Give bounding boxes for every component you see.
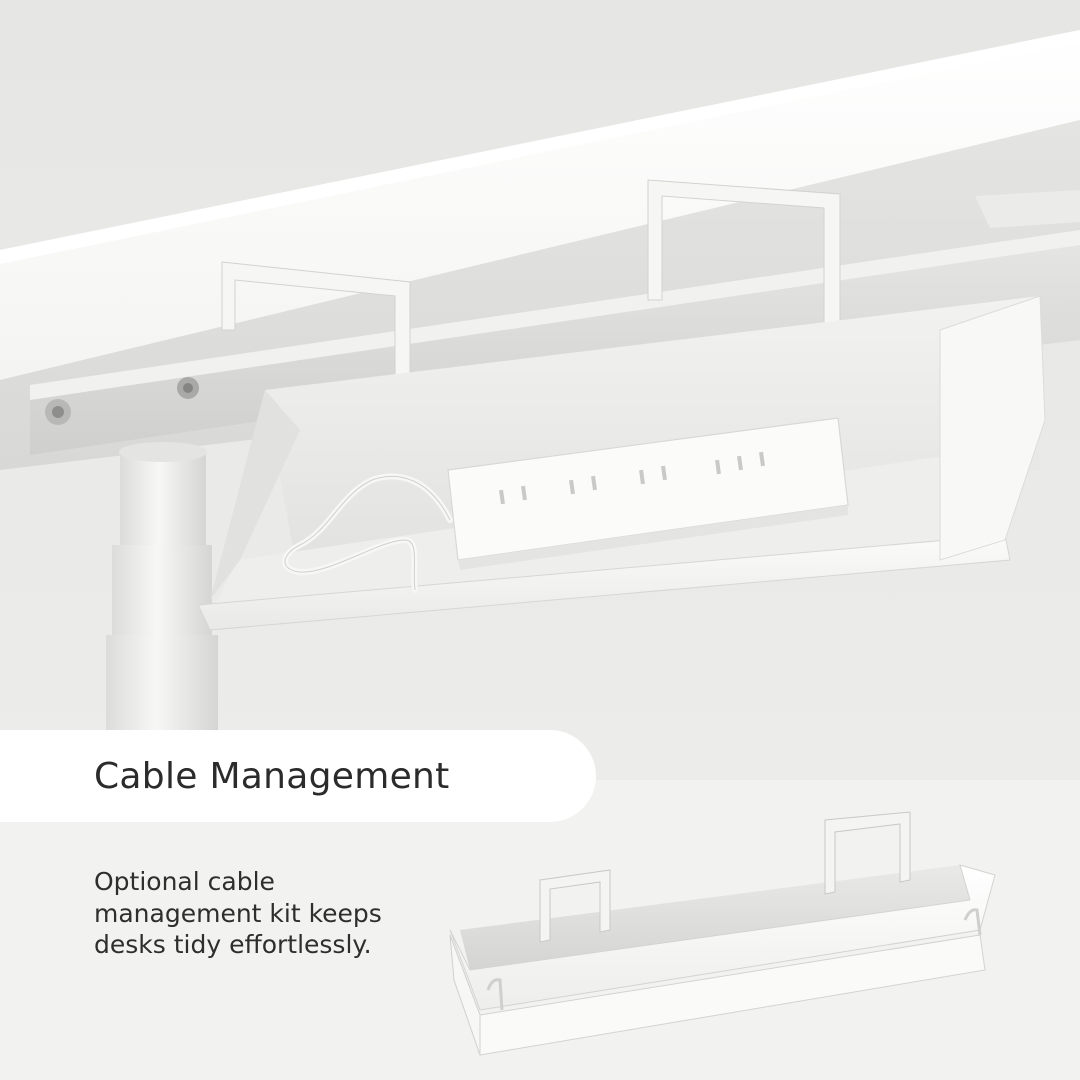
- cable-tray-kit-illustration: [449, 811, 996, 1056]
- desk-underside-illustration: [0, 0, 1080, 790]
- hero-image-desk-cable-tray: [0, 0, 1080, 790]
- page-title: Cable Management: [94, 755, 450, 797]
- title-banner: Cable Management: [0, 730, 596, 822]
- cable-tray-kit-image: [440, 810, 1010, 1060]
- feature-description: Optional cable management kit keeps desk…: [94, 867, 382, 959]
